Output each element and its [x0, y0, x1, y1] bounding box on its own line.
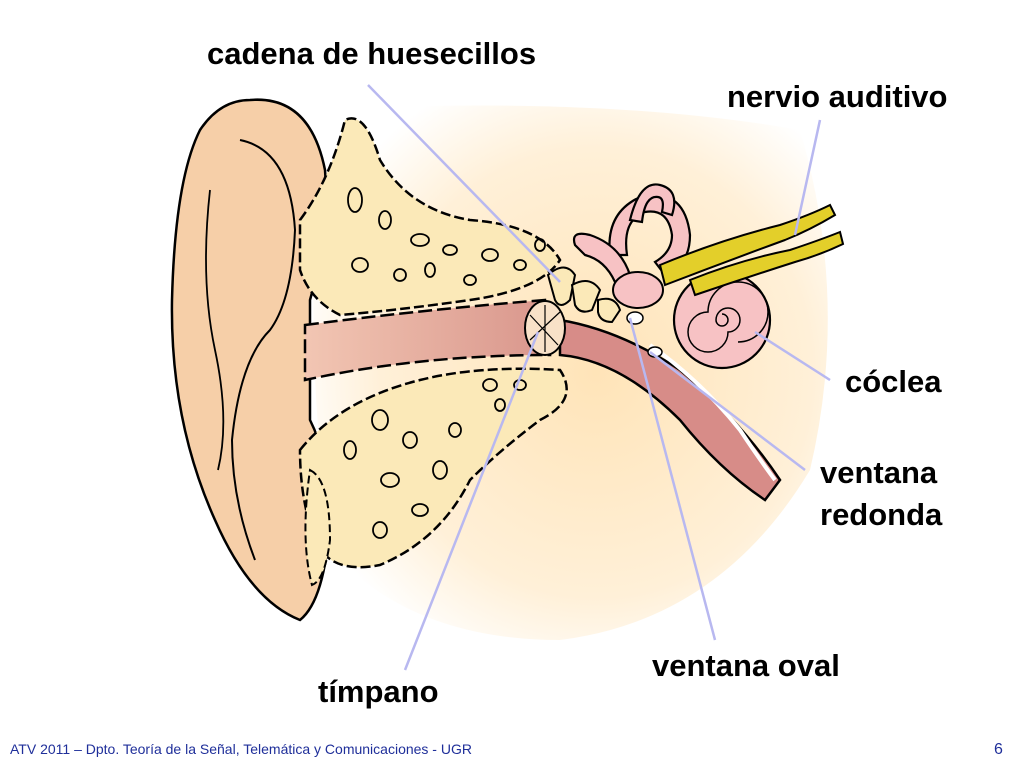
label-round-window-line1: ventana — [820, 455, 938, 490]
leader-lines — [367, 84, 831, 671]
leader-line-ossicles — [367, 84, 561, 283]
label-oval-window: ventana oval — [652, 648, 840, 683]
pinna-helix-fold — [230, 139, 297, 561]
leader-line-auditory-nerve — [793, 119, 822, 236]
pinna-inner-fold — [205, 189, 225, 471]
bone-texture — [343, 187, 546, 539]
page-number: 6 — [994, 741, 1003, 758]
leader-line-cochlea — [754, 330, 831, 382]
footer-credit: ATV 2011 – Dpto. Teoría de la Señal, Tel… — [10, 741, 472, 757]
leader-line-round-window — [649, 351, 806, 471]
label-round-window-line2: redonda — [820, 497, 943, 532]
label-cochlea: cóclea — [845, 364, 942, 399]
label-eardrum: tímpano — [318, 674, 439, 709]
cochlea-spiral — [687, 281, 769, 353]
leader-line-oval-window — [628, 317, 717, 641]
label-ossicles: cadena de huesecillos — [207, 36, 537, 71]
eardrum-striations — [529, 305, 561, 352]
temporal-bone-upper — [298, 117, 562, 317]
label-auditory-nerve: nervio auditivo — [727, 79, 948, 114]
auditory-nerve — [658, 203, 845, 297]
leader-line-eardrum — [403, 331, 540, 671]
temporal-bone-lower-lobe — [304, 468, 332, 587]
ossicles-chain — [546, 266, 622, 324]
eustachian-tube-edge — [648, 343, 777, 482]
vestibule — [612, 271, 664, 309]
eustachian-tube — [558, 318, 782, 502]
oval-window-marker — [626, 311, 644, 325]
